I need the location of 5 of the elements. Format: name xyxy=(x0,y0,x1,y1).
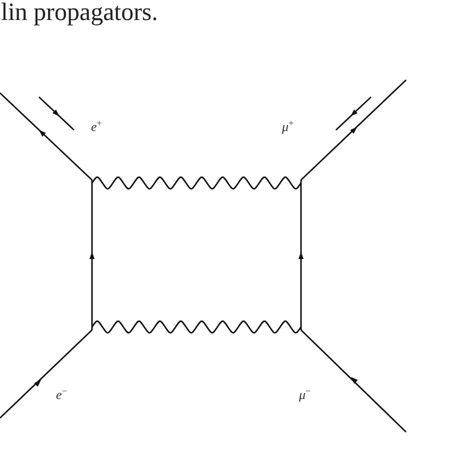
particle-label: e$^{−}$ xyxy=(56,388,67,401)
caption-text: lin propagators. xyxy=(1,0,158,25)
particle-label: μ$^{−}$ xyxy=(299,388,311,401)
particle-label: e$^{+}$ xyxy=(91,120,102,133)
particle-label: μ$^{+}$ xyxy=(282,120,294,133)
